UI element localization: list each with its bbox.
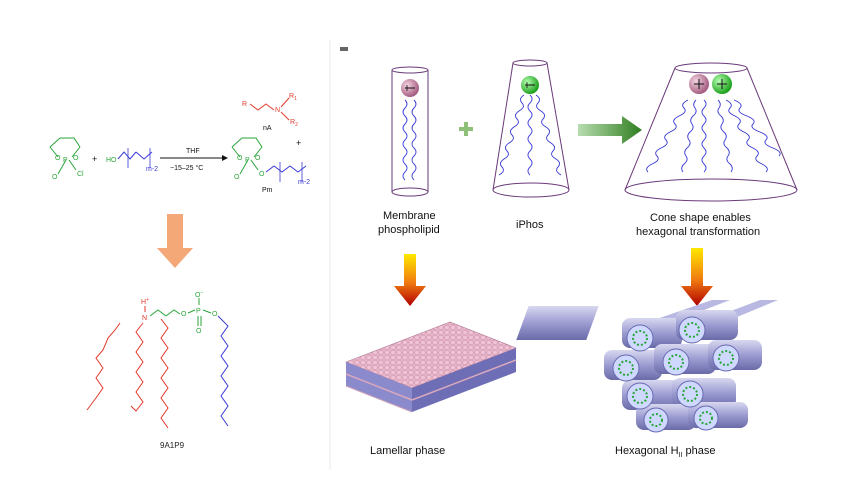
panel-corner-mark <box>340 47 348 51</box>
reagent-o-2: O <box>73 155 79 162</box>
linker-1 <box>149 309 167 317</box>
cone-label-2: hexagonal transformation <box>636 226 760 238</box>
thf-label: THF <box>186 148 200 155</box>
membrane-label-2: phospholipid <box>378 224 440 236</box>
phospholane-reagent <box>49 137 81 175</box>
lamellar-phase-slab <box>345 321 517 413</box>
alcohol-chain <box>117 151 137 160</box>
alcohol-ho: HO <box>106 157 117 164</box>
amine-bond-r2 <box>280 111 290 121</box>
product-label: Pm <box>262 187 273 194</box>
red-chain-3 <box>160 318 169 429</box>
amine-label: nA <box>263 125 272 132</box>
amine-n: N <box>275 107 280 114</box>
reaction-scheme: O O P O Cl + HO m-2 THF −15–25 °C R N R1… <box>49 93 310 194</box>
structure-p: P <box>196 308 201 315</box>
alcohol-bracket <box>127 148 151 168</box>
structure-o-minus: O− <box>195 290 203 299</box>
structure-n: N <box>142 315 147 322</box>
product-o-1: O <box>237 155 243 162</box>
product-o-4: O <box>259 171 265 178</box>
alcohol-sub: m-2 <box>146 166 158 173</box>
lamellar-label: Lamellar phase <box>370 445 445 457</box>
structure-o-2: O <box>196 328 202 335</box>
product-sub: m-2 <box>298 179 310 186</box>
product-p: P <box>245 157 250 164</box>
alcohol-chain-2 <box>135 151 153 160</box>
linker-2 <box>165 309 181 317</box>
amine-bond-r1 <box>280 97 290 108</box>
reagent-o-1: O <box>55 155 61 162</box>
temperature-label: −15–25 °C <box>170 164 203 172</box>
membrane-phospholipid-cylinder <box>391 66 429 197</box>
product-o-2: O <box>255 155 261 162</box>
iphos-label: iPhos <box>516 219 544 231</box>
green-plus-icon <box>459 122 473 136</box>
iphos-cone <box>492 59 570 198</box>
reagent-p: P <box>63 157 68 164</box>
product-chain <box>265 165 307 173</box>
amine-r1: R1 <box>289 93 297 102</box>
plus-2: + <box>296 138 301 148</box>
ionizable-phospholipid-structure: H+ N O P O− O O 9A1P9 <box>86 290 229 450</box>
product-bracket <box>279 162 303 182</box>
structure-o-1: O <box>181 311 187 318</box>
reaction-arrowhead <box>222 155 228 161</box>
combined-cone <box>624 62 798 202</box>
amine-r2: R2 <box>290 119 298 128</box>
red-chain-1 <box>130 322 144 412</box>
hexagonal-phase-cylinders <box>516 300 778 433</box>
blue-chain <box>217 315 229 427</box>
reagent-o-3: O <box>52 174 58 181</box>
membrane-label-1: Membrane <box>383 210 436 222</box>
hexagonal-label: Hexagonal HII phase <box>615 445 716 459</box>
down-arrow-hexagonal <box>681 248 713 306</box>
green-right-arrow <box>578 116 642 144</box>
h-plus: H+ <box>141 297 149 306</box>
down-arrow-lamellar <box>394 254 426 306</box>
amine-chain <box>249 103 275 111</box>
cone-label-1: Cone shape enables <box>650 212 751 224</box>
product-ring <box>231 137 263 175</box>
plus-1: + <box>92 154 97 164</box>
red-chain-2 <box>86 322 121 411</box>
po-bond-5 <box>202 309 212 314</box>
product-o-3: O <box>234 174 240 181</box>
structure-o-3: O <box>212 311 218 318</box>
po-bond-1 <box>187 309 196 314</box>
cylinder-back-1 <box>516 306 599 340</box>
compound-name: 9A1P9 <box>160 441 185 450</box>
reagent-cl: Cl <box>77 171 84 178</box>
amine-r: R <box>242 101 247 108</box>
orange-down-arrow <box>157 214 193 268</box>
